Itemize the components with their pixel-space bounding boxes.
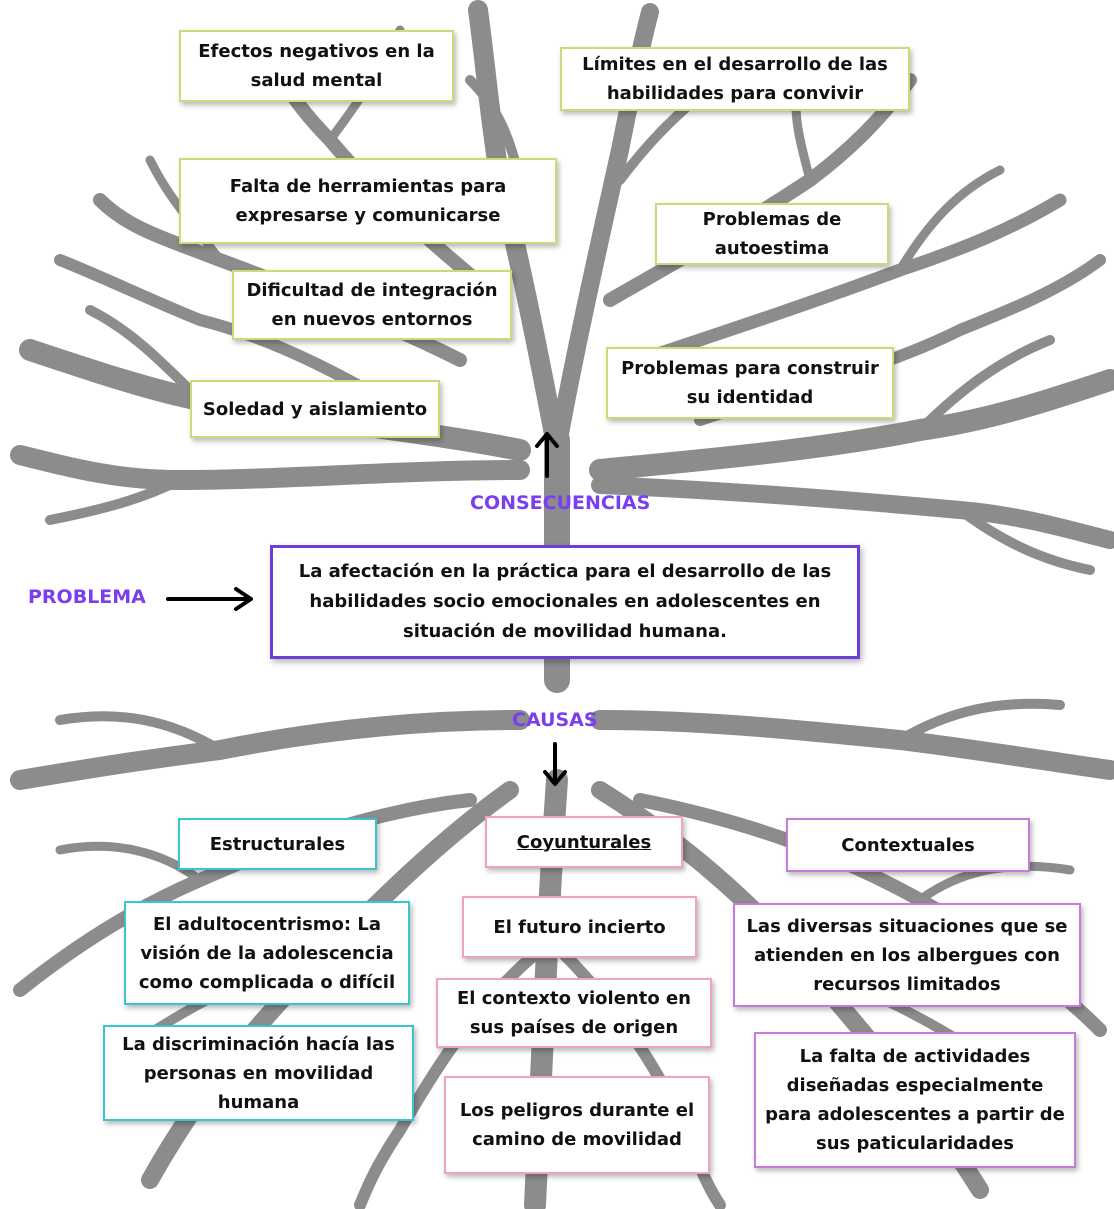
consequence-box-7: Soledad y aislamiento xyxy=(190,380,440,438)
conjunctural-title: Coyunturales xyxy=(516,831,652,853)
consequence-text: Dificultad de integración en nuevos ento… xyxy=(246,280,498,330)
consequence-box-4: Problemas de autoestima xyxy=(655,203,889,265)
structural-title-box: Estructurales xyxy=(178,818,377,870)
consequence-text: Problemas de autoestima xyxy=(702,209,842,259)
arrow-right-icon xyxy=(166,587,253,611)
consequence-box-1: Efectos negativos en la salud mental xyxy=(179,30,454,102)
arrow-down-icon xyxy=(543,742,567,786)
consequence-box-3: Falta de herramientas para expresarse y … xyxy=(179,158,557,244)
conjunctural-title-box: Coyunturales xyxy=(485,816,683,868)
conjunctural-cause-box-1: El futuro incierto xyxy=(462,896,697,958)
consequence-text: Límites en el desarrollo de las habilida… xyxy=(582,54,888,104)
problem-label: PROBLEMA xyxy=(28,586,146,608)
consequence-box-6: Problemas para construir su identidad xyxy=(606,347,894,419)
cause-text: Los peligros durante el camino de movili… xyxy=(459,1100,695,1150)
contextual-cause-box-2: La falta de actividades diseñadas especi… xyxy=(754,1032,1076,1168)
structural-title: Estructurales xyxy=(209,833,346,855)
consequence-box-5: Dificultad de integración en nuevos ento… xyxy=(232,270,512,340)
contextual-cause-box-1: Las diversas situaciones que se atienden… xyxy=(733,903,1081,1007)
cause-text: El adultocentrismo: La visión de la adol… xyxy=(138,913,396,993)
problem-text: La afectación en la práctica para el des… xyxy=(298,561,832,642)
cause-text: Las diversas situaciones que se atienden… xyxy=(746,915,1068,995)
structural-cause-box-1: El adultocentrismo: La visión de la adol… xyxy=(124,901,410,1005)
structural-cause-box-2: La discriminación hacía las personas en … xyxy=(103,1025,414,1121)
consequences-label: CONSECUENCIAS xyxy=(470,492,651,514)
arrow-up-icon xyxy=(535,432,559,478)
consequence-text: Falta de herramientas para expresarse y … xyxy=(229,176,507,226)
conjunctural-cause-box-3: Los peligros durante el camino de movili… xyxy=(444,1076,710,1174)
contextual-title: Contextuales xyxy=(841,834,975,856)
cause-text: El futuro incierto xyxy=(493,916,666,938)
consequence-text: Problemas para construir su identidad xyxy=(621,358,879,408)
consequence-text: Soledad y aislamiento xyxy=(202,398,428,420)
conjunctural-cause-box-2: El contexto violento en sus países de or… xyxy=(436,978,712,1048)
consequence-text: Efectos negativos en la salud mental xyxy=(198,41,435,91)
problem-box: La afectación en la práctica para el des… xyxy=(270,545,860,659)
causes-label: CAUSAS xyxy=(512,709,598,731)
cause-text: La discriminación hacía las personas en … xyxy=(122,1033,395,1113)
cause-text: El contexto violento en sus países de or… xyxy=(457,988,691,1038)
cause-text: La falta de actividades diseñadas especi… xyxy=(765,1046,1065,1154)
contextual-title-box: Contextuales xyxy=(786,818,1030,872)
consequence-box-2: Límites en el desarrollo de las habilida… xyxy=(560,47,910,111)
